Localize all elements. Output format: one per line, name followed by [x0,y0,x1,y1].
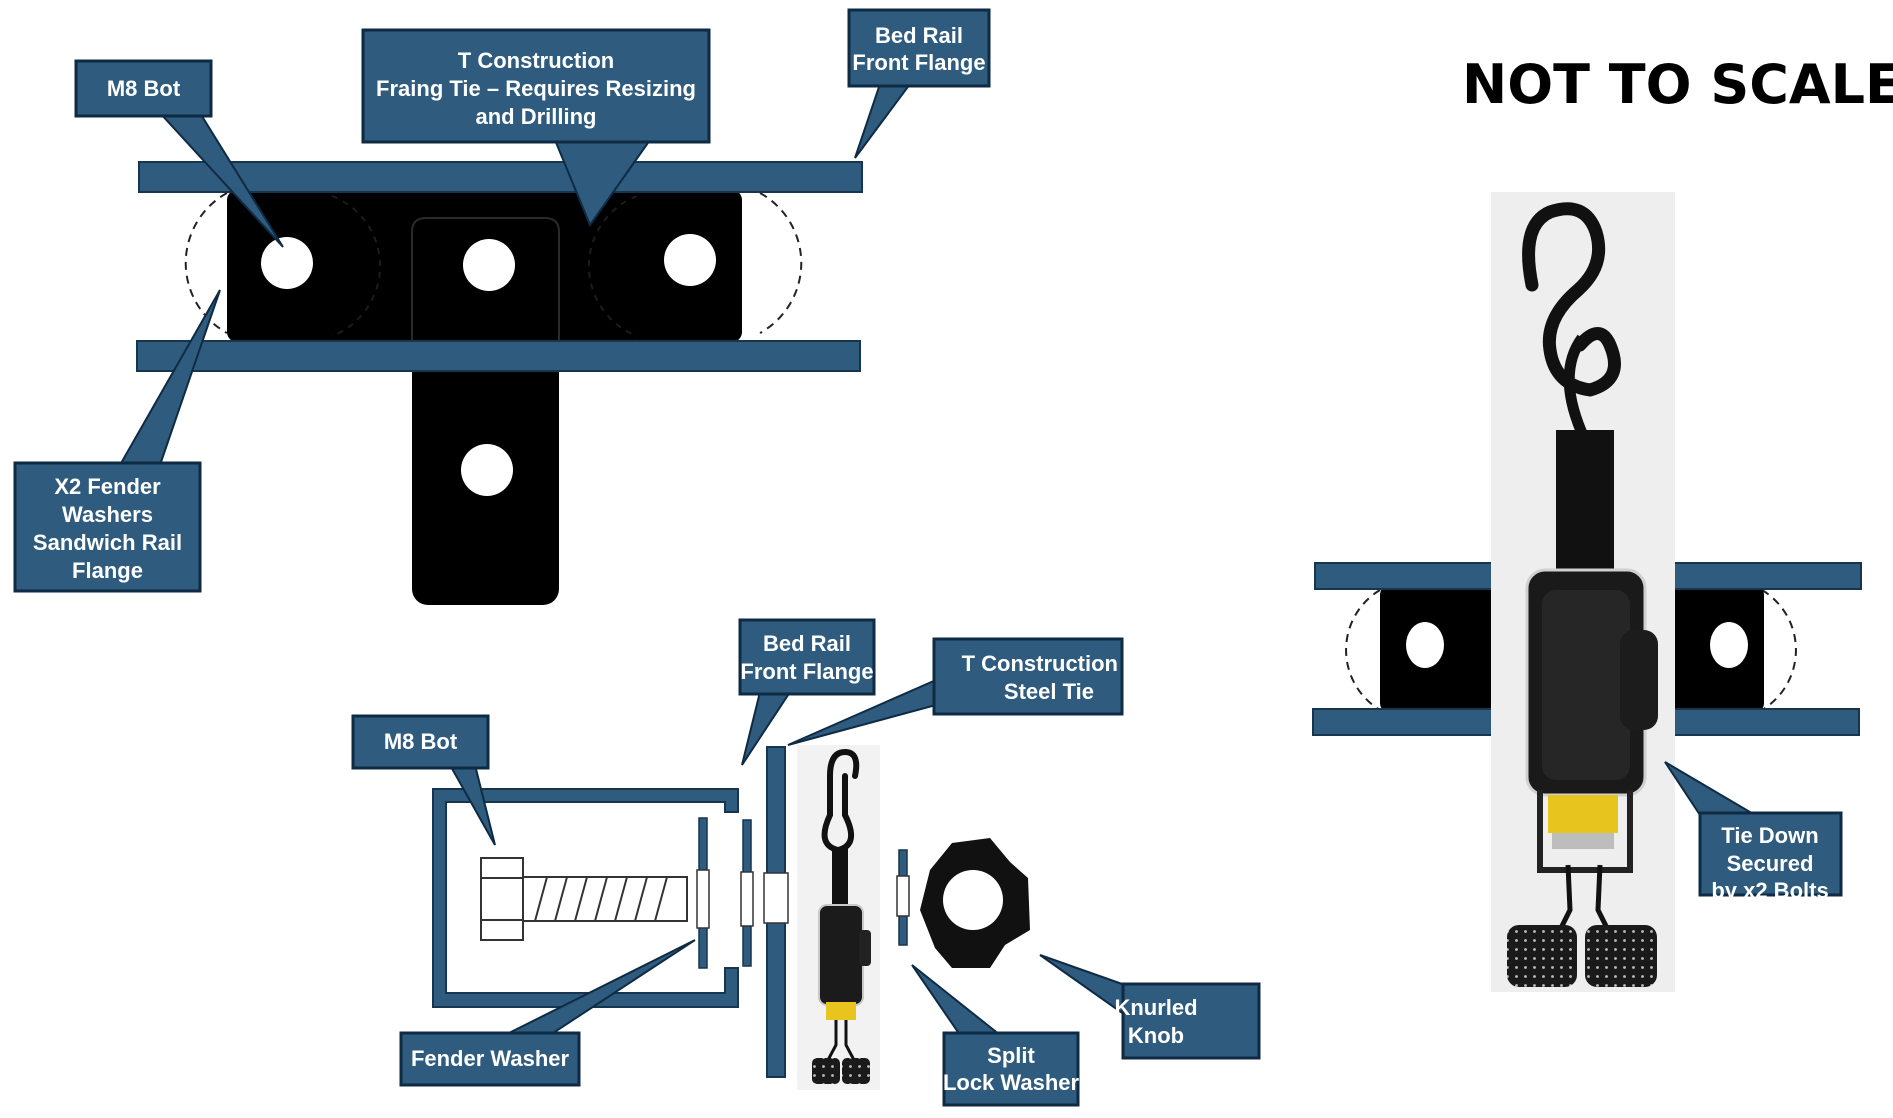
callout-m8-bolt-exploded: M8 Bot [353,716,495,845]
washer-gap-marker [697,870,709,928]
bolt-hole-installed-right [1710,622,1748,668]
callout-text-line1: Split [987,1043,1035,1068]
callout-text-line1: T Construction [962,651,1118,676]
callout-bed-rail-exploded: Bed Rail Front Flange [740,620,874,765]
bolt-hole-left [261,237,313,289]
tie-down-strap-small [797,745,880,1090]
callout-text-line2: Secured [1727,851,1814,876]
callout-text-line3: and Drilling [476,104,597,129]
installed-view: Tie Down Secured by x2 Bolts [1313,192,1861,992]
top-view: M8 Bot T Construction Fraing Tie – Requi… [15,10,989,605]
bed-rail-lower [137,341,860,371]
callout-text-line1: Bed Rail [763,631,851,656]
bolt-hole-installed-left [1406,622,1444,668]
callout-text-line2: Fraing Tie – Requires Resizing [376,76,696,101]
callout-text-line2: Front Flange [740,659,873,684]
callout-text-line1: T Construction [458,48,614,73]
callout-split-lock-washer: Split Lock Washer [912,965,1079,1105]
callout-text-line2: Washers [62,502,153,527]
callout-text-line2: Front Flange [852,50,985,75]
exploded-view: M8 Bot Bed Rail Front Flange T Construct… [353,620,1259,1105]
callout-bed-rail-top: Bed Rail Front Flange [849,10,989,158]
callout-tie-down: Tie Down Secured by x2 Bolts [1665,762,1841,903]
callout-text-line1: Bed Rail [875,23,963,48]
callout-text-line2: Lock Washer [943,1070,1080,1095]
callout-fender-washers-top: X2 Fender Washers Sandwich Rail Flange [15,290,220,591]
fender-washer-outline-right [760,193,801,333]
not-to-scale-title: NOT TO SCALE [1462,53,1893,116]
lock-washer-gap-marker [897,876,909,916]
bolt-hole-right [664,234,716,286]
bed-rail-upper [139,162,862,192]
callout-text: M8 Bot [384,729,458,754]
callout-text-line3: Sandwich Rail [33,530,182,555]
m8-bolt [481,858,687,940]
callout-text-line1: Tie Down [1721,823,1818,848]
bolt-hole-stem [461,444,513,496]
bolt-hole-center [463,239,515,291]
tie-gap-marker [764,873,788,923]
callout-text: M8 Bot [107,76,181,101]
callout-text: Fender Washer [411,1046,570,1071]
washer-outline-left [1346,590,1380,710]
callout-text-line2: Steel Tie [1004,679,1094,704]
callout-text-line1: Knurled [1114,995,1197,1020]
callout-text-line2: Knob [1128,1023,1184,1048]
tie-down-strap-large [1491,192,1675,992]
callout-text-line3: by x2 Bolts [1711,878,1828,903]
knurled-knob [920,838,1030,968]
flange-gap-marker [741,872,753,926]
callout-text-line1: X2 Fender [54,474,161,499]
washer-outline-right [1762,590,1796,710]
callout-text-line4: Flange [72,558,143,583]
